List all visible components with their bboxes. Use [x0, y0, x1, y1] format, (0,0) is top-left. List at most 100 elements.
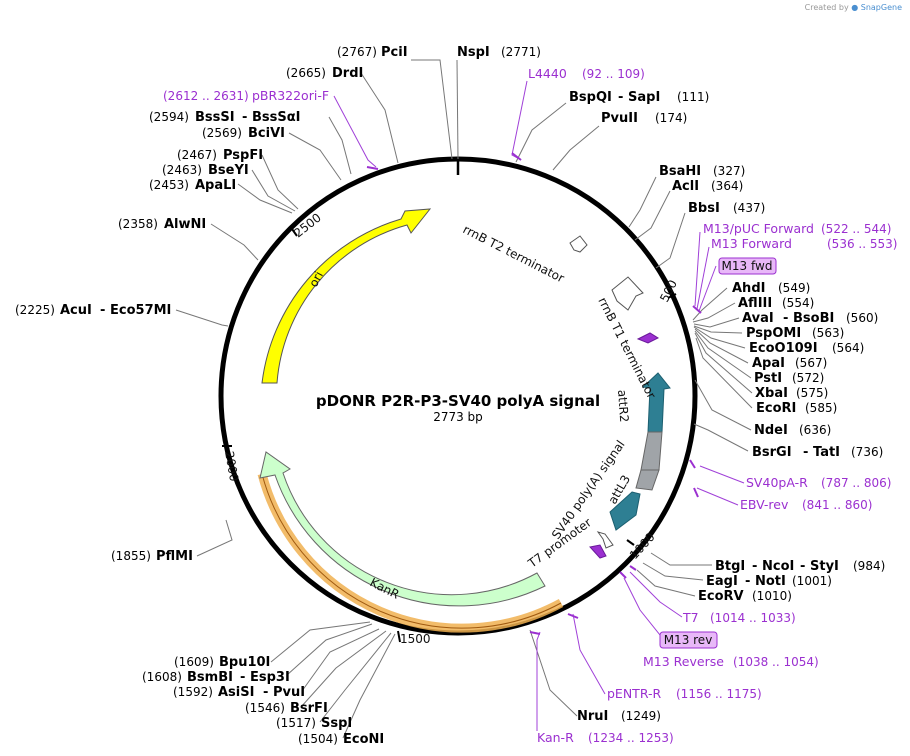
- primer-range-pbr322ori-f: (2612 .. 2631): [163, 89, 249, 103]
- site-name-bssssi[interactable]: BssSαI: [252, 110, 301, 125]
- site-name-apali[interactable]: ApaLI: [195, 178, 236, 193]
- primer-name-kan-r[interactable]: Kan-R: [537, 730, 574, 745]
- site-pos-nrui: (1249): [621, 709, 661, 723]
- primer-name-l4440[interactable]: L4440: [528, 66, 567, 81]
- site-name-sapi[interactable]: SapI: [628, 90, 660, 105]
- rrnb-t1-marker: [636, 332, 660, 344]
- primer-name-m13-reverse[interactable]: M13 Reverse: [643, 654, 724, 669]
- site-name-esp3i[interactable]: Esp3I: [250, 670, 290, 685]
- site-name-eagi[interactable]: EagI: [706, 574, 738, 589]
- site-name-bbsi[interactable]: BbsI: [688, 201, 720, 216]
- site-name-bsrgi[interactable]: BsrGI: [752, 445, 792, 460]
- site-pos-asisi: (1592): [173, 685, 213, 699]
- site-pos-drdi: (2665): [286, 66, 326, 80]
- primer-range-m13-puc-forward: (522 .. 544): [821, 222, 891, 236]
- site-pos-ecori: (585): [805, 401, 837, 415]
- primer-name-t7[interactable]: T7: [682, 610, 699, 625]
- site-name-ncoi[interactable]: NcoI: [762, 559, 794, 574]
- site-pos-acli: (364): [711, 179, 743, 193]
- site-name-bsssi[interactable]: BssSI: [195, 110, 235, 125]
- kanr-primer-halo: [257, 472, 564, 633]
- site-name-nspi[interactable]: NspI: [457, 45, 490, 60]
- site-name-avai[interactable]: AvaI: [742, 311, 774, 326]
- site-name-afliii[interactable]: AflIII: [738, 296, 772, 311]
- site-name-bsahi[interactable]: BsaHI: [659, 164, 701, 179]
- map-size: 2773 bp: [433, 410, 483, 424]
- site-name-asisi[interactable]: AsiSI: [218, 685, 254, 700]
- attl3-feature[interactable]: [609, 491, 641, 531]
- site-name-pspomi[interactable]: PspOMI: [746, 326, 801, 341]
- site-pos-alwni: (2358): [118, 217, 158, 231]
- site-sep-bsssi: -: [242, 110, 247, 125]
- site-name-noti[interactable]: NotI: [755, 574, 786, 589]
- tick-label-1500: 1500: [400, 632, 431, 646]
- site-name-pflmi[interactable]: PflMI: [156, 549, 193, 564]
- site-name-sspi[interactable]: SspI: [321, 716, 352, 731]
- site-name-xbai[interactable]: XbaI: [755, 386, 788, 401]
- site-name-bsrfi[interactable]: BsrFI: [290, 701, 328, 716]
- rrnb-t2-feature[interactable]: [569, 235, 588, 253]
- site-name-drdi[interactable]: DrdI: [332, 66, 363, 81]
- site-name-ecorv[interactable]: EcoRV: [698, 589, 744, 604]
- site-name-bseyi[interactable]: BseYI: [208, 163, 249, 178]
- m13-fwd-label: M13 fwd: [722, 259, 773, 273]
- primer-name-ebv-rev[interactable]: EBV-rev: [740, 497, 789, 512]
- site-pos-eagi: (1001): [792, 574, 832, 588]
- site-pos-bsahi: (327): [713, 164, 745, 178]
- site-name-nrui[interactable]: NruI: [577, 709, 608, 724]
- site-pos-bseyi: (2463): [162, 163, 202, 177]
- site-sep-bsrgi: -: [803, 445, 808, 460]
- site-name-ndei[interactable]: NdeI: [754, 423, 788, 438]
- site-name-ecoo109i[interactable]: EcoO109I: [749, 341, 818, 356]
- gray-feature-2: [635, 469, 660, 491]
- t7-promoter-feature[interactable]: [589, 544, 607, 559]
- kanr-primer-line: [261, 473, 562, 629]
- site-name-psti[interactable]: PstI: [754, 371, 782, 386]
- site-name-pspfi[interactable]: PspFI: [223, 148, 263, 163]
- ori-label: ori: [306, 269, 326, 289]
- site-name-pvui[interactable]: PvuI: [273, 685, 305, 700]
- site-pos-acui: (2225): [15, 303, 55, 317]
- site-sep-acui: -: [100, 303, 105, 318]
- primer-labels: L4440 (92 .. 109) M13/pUC Forward (522 .…: [163, 66, 897, 745]
- site-pos-econi: (1504): [298, 732, 338, 746]
- primer-name-sv40pa-r[interactable]: SV40pA-R: [746, 475, 808, 490]
- primer-name-m13-forward[interactable]: M13 Forward: [711, 236, 792, 251]
- site-pos-bsrfi: (1546): [245, 701, 285, 715]
- site-name-acli[interactable]: AclI: [672, 179, 699, 194]
- site-name-pvuii[interactable]: PvuII: [601, 111, 638, 126]
- primer-name-pentr-r[interactable]: pENTR-R: [607, 686, 662, 701]
- site-name-apai[interactable]: ApaI: [752, 356, 785, 371]
- site-sep-bspqi: -: [618, 90, 623, 105]
- sv40-feature[interactable]: [596, 531, 614, 549]
- site-name-tati[interactable]: TatI: [813, 445, 840, 460]
- site-name-bsobi[interactable]: BsoBI: [793, 311, 834, 326]
- primer-range-l4440: (92 .. 109): [582, 67, 645, 81]
- site-name-btgi[interactable]: BtgI: [715, 559, 745, 574]
- site-name-alwni[interactable]: AlwNI: [164, 217, 206, 232]
- primer-name-m13-puc-forward[interactable]: M13/pUC Forward: [703, 221, 814, 236]
- rrnb-t1-feature[interactable]: [611, 276, 644, 311]
- site-sep-ncoi: -: [800, 559, 805, 574]
- m13-rev-box[interactable]: [659, 631, 718, 649]
- site-name-ahdi[interactable]: AhdI: [732, 281, 765, 296]
- site-name-styi[interactable]: StyI: [810, 559, 839, 574]
- snapgene-logo-icon: ●: [851, 3, 859, 12]
- site-name-acui[interactable]: AcuI: [60, 303, 92, 318]
- site-name-pcii[interactable]: PciI: [381, 45, 408, 60]
- m13-fwd-box[interactable]: [718, 257, 777, 275]
- site-name-bpu10i[interactable]: Bpu10I: [219, 655, 270, 670]
- site-name-bsmbi[interactable]: BsmBI: [187, 670, 233, 685]
- kanr-label: KanR: [368, 575, 402, 602]
- site-name-eco57mi[interactable]: Eco57MI: [110, 303, 171, 318]
- kanr-feature[interactable]: [259, 451, 546, 607]
- site-pos-bsrgi: (736): [851, 445, 883, 459]
- snapgene-credit: Created by ● SnapGene: [805, 3, 902, 12]
- primer-name-pbr322ori-f[interactable]: pBR322ori-F: [252, 88, 329, 103]
- ori-feature[interactable]: [261, 208, 432, 384]
- site-name-econi[interactable]: EcoNI: [343, 732, 384, 747]
- site-name-bspqi[interactable]: BspQI: [569, 90, 612, 105]
- site-name-bcivi[interactable]: BciVI: [248, 126, 285, 141]
- site-name-ecori[interactable]: EcoRI: [756, 401, 796, 416]
- m13-rev-label: M13 rev: [664, 633, 713, 647]
